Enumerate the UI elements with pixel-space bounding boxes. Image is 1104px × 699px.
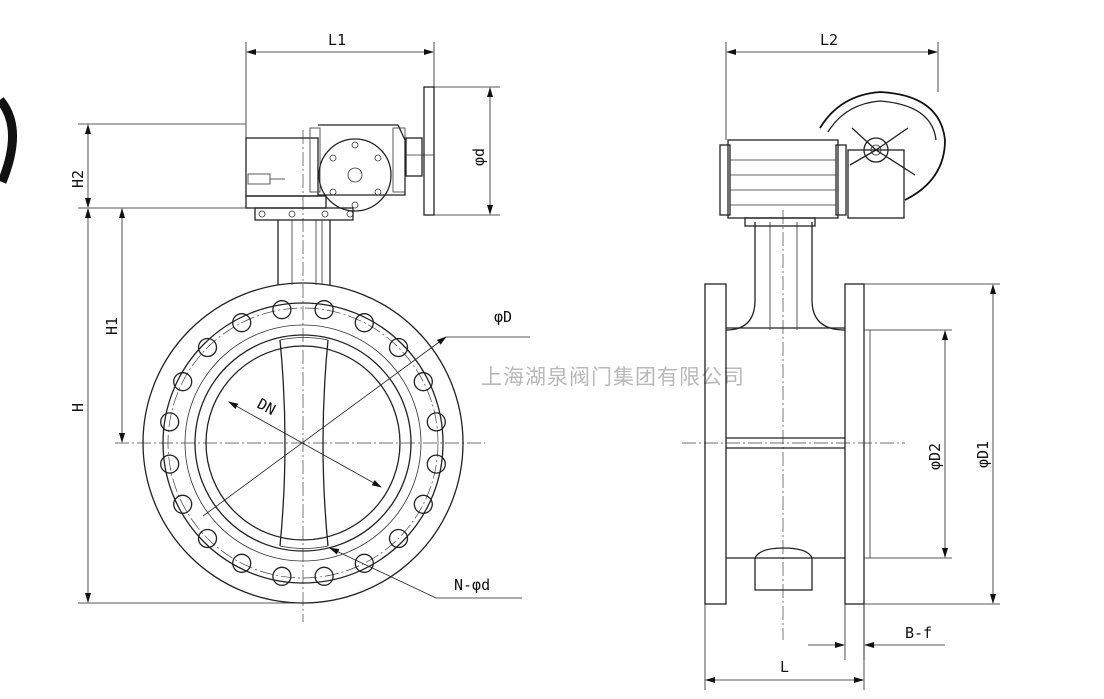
bolt-hole	[160, 454, 180, 474]
dim-phi-D1: φD1	[974, 441, 992, 468]
bolt-hole	[426, 412, 446, 432]
bolt-hole	[197, 528, 218, 549]
bolt-hole	[272, 566, 292, 586]
bolt-hole	[354, 553, 374, 573]
bolt-hole	[388, 528, 409, 549]
dim-H2: H2	[69, 170, 87, 188]
front-view: L1 φd H2 H1 H φD DN N-φd	[69, 31, 530, 622]
bolt-hole	[413, 494, 433, 514]
dim-DN: DN	[254, 395, 278, 419]
bolt-hole	[426, 454, 446, 474]
bolt-hole	[232, 313, 252, 333]
dim-L: L	[780, 658, 789, 676]
dim-L1: L1	[328, 31, 346, 49]
bolt-hole	[173, 494, 193, 514]
bolt-hole	[197, 337, 218, 358]
company-watermark: 上海湖泉阀门集团有限公司	[481, 365, 745, 389]
bolt-hole	[413, 372, 433, 392]
dim-B-f: B-f	[905, 624, 932, 642]
dim-L2: L2	[820, 31, 838, 49]
dim-H1: H1	[103, 317, 121, 335]
edge-arc	[0, 97, 17, 184]
dim-phi-d: φd	[470, 148, 488, 166]
dim-phi-D: φD	[494, 308, 512, 326]
bolt-hole	[272, 300, 292, 320]
bolt-hole	[232, 553, 252, 573]
side-view: L2 φD2 φD1 B-f L	[682, 31, 1000, 690]
dim-phi-D2: φD2	[926, 443, 944, 470]
bolt-hole	[173, 372, 193, 392]
dim-N-phi-d: N-φd	[454, 576, 490, 594]
bolt-hole	[314, 300, 334, 320]
bolt-holes	[160, 300, 446, 586]
dim-H: H	[69, 403, 87, 412]
bolt-hole	[314, 566, 334, 586]
bolt-hole	[354, 313, 374, 333]
bolt-hole	[160, 412, 180, 432]
bolt-hole	[388, 337, 409, 358]
